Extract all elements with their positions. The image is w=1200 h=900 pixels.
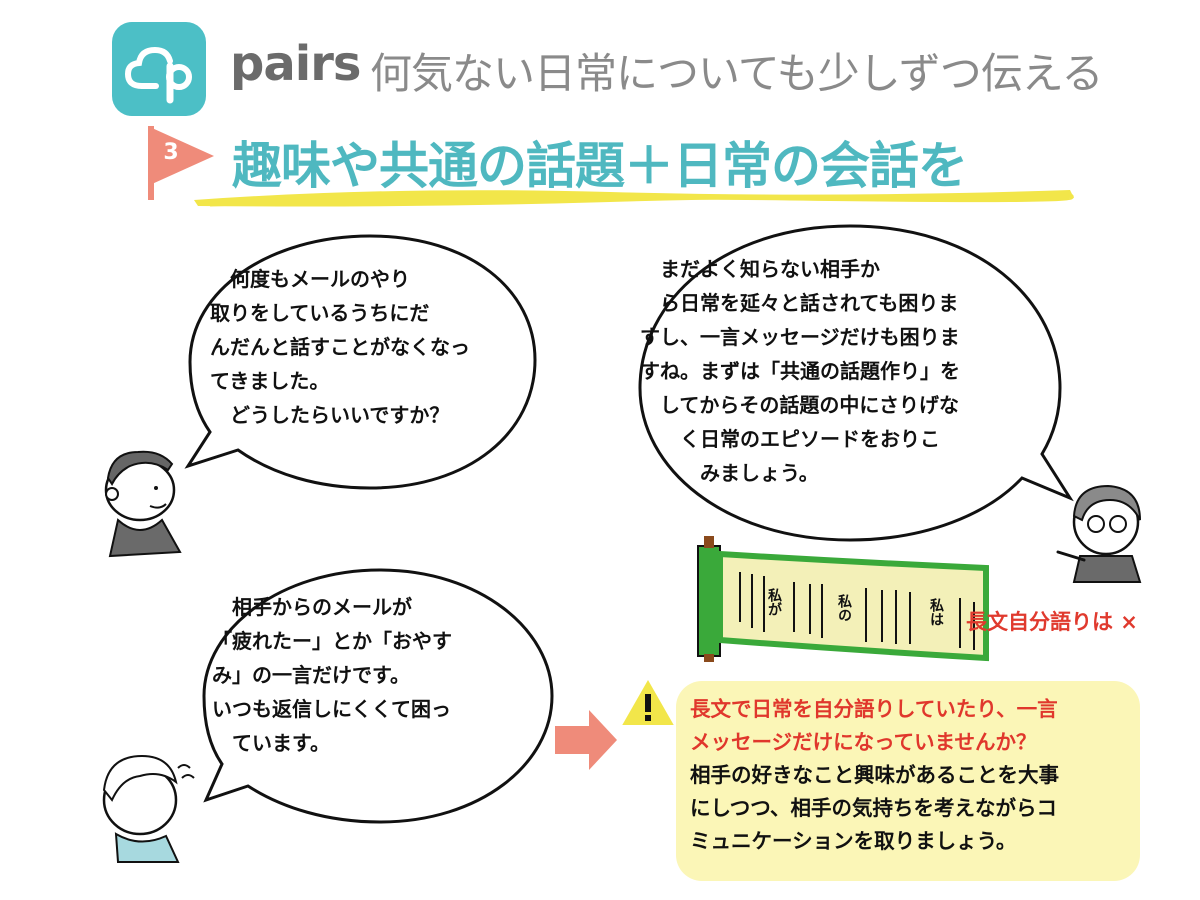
- scroll-word-3: 私は: [928, 597, 944, 626]
- warning-icon: [622, 680, 674, 725]
- scroll-word-2: 私の: [836, 593, 852, 622]
- advice-body-line-3: ミュニケーションを取りましょう。: [690, 829, 1017, 853]
- advice-warning-line-2: メッセージだけになっていませんか？: [690, 730, 1037, 754]
- scroll-word-1: 私が: [766, 587, 782, 616]
- advisor-illustration: [1056, 484, 1142, 583]
- advice-body-line-1: 相手の好きなこと興味があることを大事: [690, 763, 1059, 787]
- no-long-monologue-label: 長文自分語りは ×: [966, 610, 1138, 634]
- question-2-text: 相手からのメールが 「疲れたー」とか「おやす み」の一言だけです。 いつも返信し…: [212, 595, 452, 755]
- step-number: 3: [163, 140, 179, 165]
- scroll-icon: 私が 私の 私は: [697, 536, 989, 662]
- brand-name: pairs: [230, 36, 361, 92]
- advice-box: [676, 681, 1140, 881]
- speech-bubble-2: [202, 568, 554, 824]
- speech-bubble-answer: [638, 224, 1074, 542]
- section-title: 趣味や共通の話題＋日常の会話を: [232, 137, 968, 195]
- advice-warning-line-1: 長文で日常を自分語りしていたり、一言: [690, 697, 1058, 721]
- title-highlight: [194, 190, 1074, 207]
- answer-text: まだよく知らない相手か ら日常を延々と話されても困りま すし、一言メッセージだけ…: [640, 257, 960, 485]
- speech-bubble-1: [184, 234, 537, 490]
- thinking-man-illustration: [104, 450, 182, 558]
- arrow-right-icon: [555, 710, 617, 770]
- pairs-logo-icon: [112, 22, 206, 116]
- advice-body-line-2: にしつつ、相手の気持ちを考えながらコ: [690, 796, 1057, 820]
- worried-woman-illustration: [102, 754, 195, 863]
- question-1-text: 何度もメールのやり 取りをしているうちにだ んだんと話すことがなくなっ てきまし…: [210, 267, 470, 427]
- page-headline: 何気ない日常についても少しずつ伝える: [370, 49, 1104, 98]
- flag-icon: [148, 126, 214, 200]
